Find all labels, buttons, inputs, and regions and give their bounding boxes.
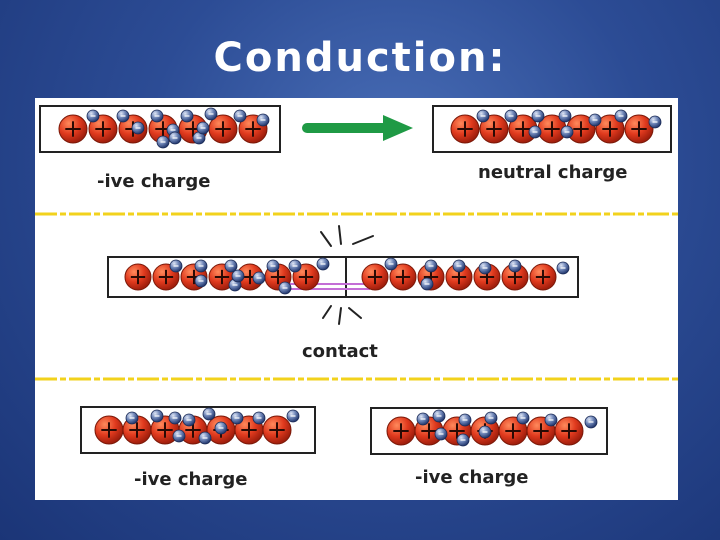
proton	[498, 416, 528, 446]
electron	[458, 413, 472, 427]
electron	[588, 113, 602, 127]
electron	[202, 407, 216, 421]
electron	[198, 431, 212, 445]
electron	[416, 412, 430, 426]
electron	[204, 107, 218, 121]
electron	[196, 121, 210, 135]
electron	[531, 109, 545, 123]
electron	[180, 109, 194, 123]
electron	[556, 261, 570, 275]
electron	[169, 259, 183, 273]
proton	[94, 415, 124, 445]
diagram-panel: -ive charge neutral charge contact -ive …	[35, 98, 678, 500]
electron	[278, 281, 292, 295]
electron	[150, 409, 164, 423]
electron	[182, 413, 196, 427]
electron	[452, 259, 466, 273]
spark-lines	[320, 225, 374, 325]
electron	[230, 411, 244, 425]
label-top-left: -ive charge	[97, 171, 211, 192]
electron	[156, 135, 170, 149]
electron	[544, 413, 558, 427]
electron	[214, 421, 228, 435]
electron	[384, 257, 398, 271]
proton	[479, 114, 509, 144]
proton	[262, 415, 292, 445]
electron	[172, 429, 186, 443]
proton	[508, 114, 538, 144]
electron	[194, 274, 208, 288]
electron	[478, 261, 492, 275]
label-contact: contact	[302, 341, 378, 362]
label-top-right: neutral charge	[478, 162, 628, 183]
transfer-arrow	[302, 115, 413, 141]
electron	[168, 411, 182, 425]
proton	[88, 114, 118, 144]
electron	[168, 131, 182, 145]
electron	[456, 433, 470, 447]
proton	[124, 263, 152, 291]
electron	[266, 259, 280, 273]
electron	[528, 125, 542, 139]
electron	[424, 259, 438, 273]
proton	[450, 114, 480, 144]
proton	[389, 263, 417, 291]
electron	[648, 115, 662, 129]
proton	[624, 114, 654, 144]
slide-title: Conduction:	[213, 35, 507, 81]
electron	[560, 125, 574, 139]
electron	[233, 109, 247, 123]
electron	[288, 259, 302, 273]
electron	[252, 411, 266, 425]
electron	[316, 257, 330, 271]
electron	[584, 415, 598, 429]
electron	[476, 109, 490, 123]
proton	[501, 263, 529, 291]
proton	[566, 114, 596, 144]
electron	[286, 409, 300, 423]
electron	[125, 411, 139, 425]
electron	[256, 113, 270, 127]
electron	[224, 259, 238, 273]
electron	[194, 259, 208, 273]
electron	[231, 269, 245, 283]
proton	[554, 416, 584, 446]
electron	[484, 411, 498, 425]
electron	[150, 109, 164, 123]
proton	[58, 114, 88, 144]
electron	[420, 277, 434, 291]
proton	[595, 114, 625, 144]
label-bottom-right: -ive charge	[415, 467, 529, 488]
electron	[86, 109, 100, 123]
proton	[361, 263, 389, 291]
conduction-diagram	[35, 105, 678, 455]
electron	[504, 109, 518, 123]
electron	[508, 259, 522, 273]
electron	[131, 121, 145, 135]
electron	[478, 425, 492, 439]
electron	[614, 109, 628, 123]
electron	[434, 427, 448, 441]
electron	[516, 411, 530, 425]
electron	[116, 109, 130, 123]
electron	[432, 409, 446, 423]
label-bottom-left: -ive charge	[134, 469, 248, 490]
proton	[529, 263, 557, 291]
electron	[252, 271, 266, 285]
proton	[386, 416, 416, 446]
electron	[558, 109, 572, 123]
